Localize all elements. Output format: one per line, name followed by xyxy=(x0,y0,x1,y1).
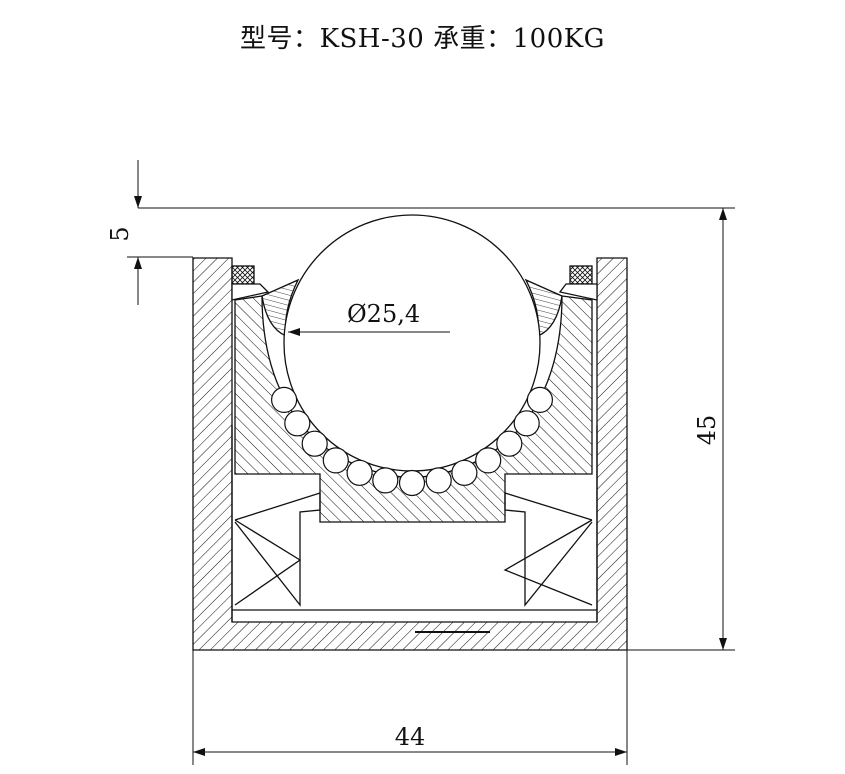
spring-v-right xyxy=(503,519,593,606)
support-ball xyxy=(322,447,349,474)
seal-left xyxy=(231,265,255,285)
support-ball xyxy=(284,410,311,437)
cap-lip-right xyxy=(558,283,598,301)
seal-right xyxy=(569,265,593,285)
support-ball xyxy=(451,459,478,486)
dim-ball-diameter: Ø25,4 xyxy=(347,300,420,328)
drawing-title: 型号：KSH-30 承重：100KG xyxy=(0,18,845,55)
support-balls xyxy=(271,386,554,497)
load-label: 承重： xyxy=(433,24,513,54)
support-ball xyxy=(496,430,523,457)
support-ball xyxy=(301,430,328,457)
spring-wedge-left xyxy=(234,492,321,607)
spring-wedge-right xyxy=(504,492,593,607)
support-ball xyxy=(372,467,399,494)
support-ball xyxy=(475,447,502,474)
dim-width: 44 xyxy=(395,723,426,751)
support-ball xyxy=(425,467,452,494)
model-value: KSH-30 xyxy=(319,24,425,54)
cap-lip-left xyxy=(231,283,270,301)
dim-height: 45 xyxy=(693,415,721,446)
support-ball xyxy=(526,386,554,413)
spring-v-left xyxy=(234,519,302,606)
support-ball xyxy=(271,386,298,413)
support-ball xyxy=(513,410,540,437)
support-ball xyxy=(346,459,373,486)
outer-housing xyxy=(192,257,628,651)
main-ball xyxy=(283,214,541,472)
dim-top-flange: 5 xyxy=(106,226,134,241)
support-ball xyxy=(398,469,426,497)
load-value: 100KG xyxy=(512,24,605,54)
model-label: 型号： xyxy=(240,24,320,54)
